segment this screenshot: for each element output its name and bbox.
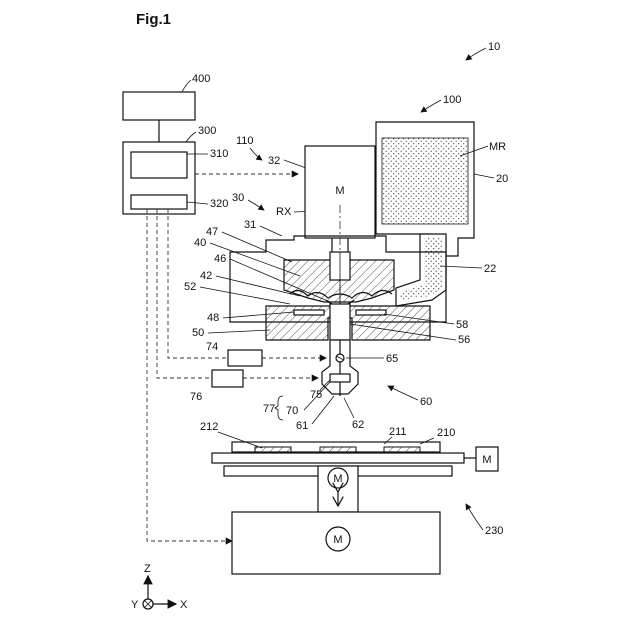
- label-212: 212: [200, 421, 218, 433]
- material-MR: [382, 138, 468, 224]
- leader-32: [284, 160, 306, 168]
- label-400: 400: [192, 73, 210, 85]
- figure-title: Fig.1: [136, 11, 171, 28]
- label-70: 70: [286, 405, 298, 417]
- leader-31: [260, 226, 282, 236]
- base-motor-label: M: [333, 534, 342, 546]
- label-50: 50: [192, 327, 204, 339]
- axis-x-label: X: [180, 599, 188, 611]
- label-46: 46: [214, 253, 226, 265]
- signal-to-76: [157, 209, 212, 378]
- leader-62: [344, 398, 354, 418]
- label-61: 61: [296, 420, 308, 432]
- leader-100: [421, 100, 441, 112]
- leader-30: [248, 200, 264, 210]
- stage-210: [212, 453, 464, 463]
- axis-y-label: Y: [131, 599, 139, 611]
- label-RX: RX: [276, 206, 292, 218]
- label-52: 52: [184, 281, 196, 293]
- sensor-70: [330, 374, 350, 382]
- label-22: 22: [484, 263, 496, 275]
- lift-motor-label: M: [333, 473, 342, 485]
- label-56: 56: [458, 334, 470, 346]
- object-212-b: [320, 447, 356, 453]
- label-MR: MR: [489, 141, 506, 153]
- label-75: 75: [310, 389, 322, 401]
- label-42: 42: [200, 270, 212, 282]
- label-76: 76: [190, 391, 202, 403]
- box-400: [123, 92, 195, 120]
- label-58: 58: [456, 319, 468, 331]
- label-77: 77: [263, 403, 275, 415]
- label-230: 230: [485, 525, 503, 537]
- label-211: 211: [389, 426, 407, 438]
- label-110: 110: [236, 135, 254, 147]
- leader-50: [208, 330, 270, 333]
- box-74: [228, 350, 262, 366]
- leader-230: [466, 504, 483, 530]
- leader-47: [222, 232, 292, 262]
- label-210: 210: [437, 427, 455, 439]
- leader-300: [186, 132, 196, 142]
- object-212-a: [255, 447, 291, 453]
- label-310: 310: [210, 148, 228, 160]
- label-40: 40: [194, 237, 206, 249]
- label-65: 65: [386, 353, 398, 365]
- label-62: 62: [352, 419, 364, 431]
- brace-77: [275, 396, 283, 420]
- label-300: 300: [198, 125, 216, 137]
- heater-right: [356, 310, 386, 315]
- box-76: [212, 370, 243, 387]
- leader-400: [182, 80, 191, 92]
- leader-52: [200, 287, 290, 304]
- label-48: 48: [207, 312, 219, 324]
- label-32: 32: [268, 155, 280, 167]
- leader-20: [474, 174, 494, 178]
- leader-60: [388, 386, 418, 400]
- leader-110: [250, 148, 262, 160]
- label-30: 30: [232, 192, 244, 204]
- label-100: 100: [443, 94, 461, 106]
- screw-motor-label: M: [335, 185, 344, 197]
- label-47: 47: [206, 226, 218, 238]
- unit-320: [131, 195, 187, 209]
- label-74: 74: [206, 341, 218, 353]
- leader-10: [466, 48, 486, 60]
- label-60: 60: [420, 396, 432, 408]
- label-20: 20: [496, 173, 508, 185]
- side-motor-label: M: [482, 454, 491, 466]
- communication-hole: [330, 304, 350, 340]
- label-31: 31: [244, 219, 256, 231]
- unit-310: [131, 152, 187, 178]
- heater-left: [294, 310, 324, 315]
- label-10: 10: [488, 41, 500, 53]
- object-212-c: [384, 447, 420, 453]
- label-320: 320: [210, 198, 228, 210]
- axis-z-label: Z: [144, 563, 151, 575]
